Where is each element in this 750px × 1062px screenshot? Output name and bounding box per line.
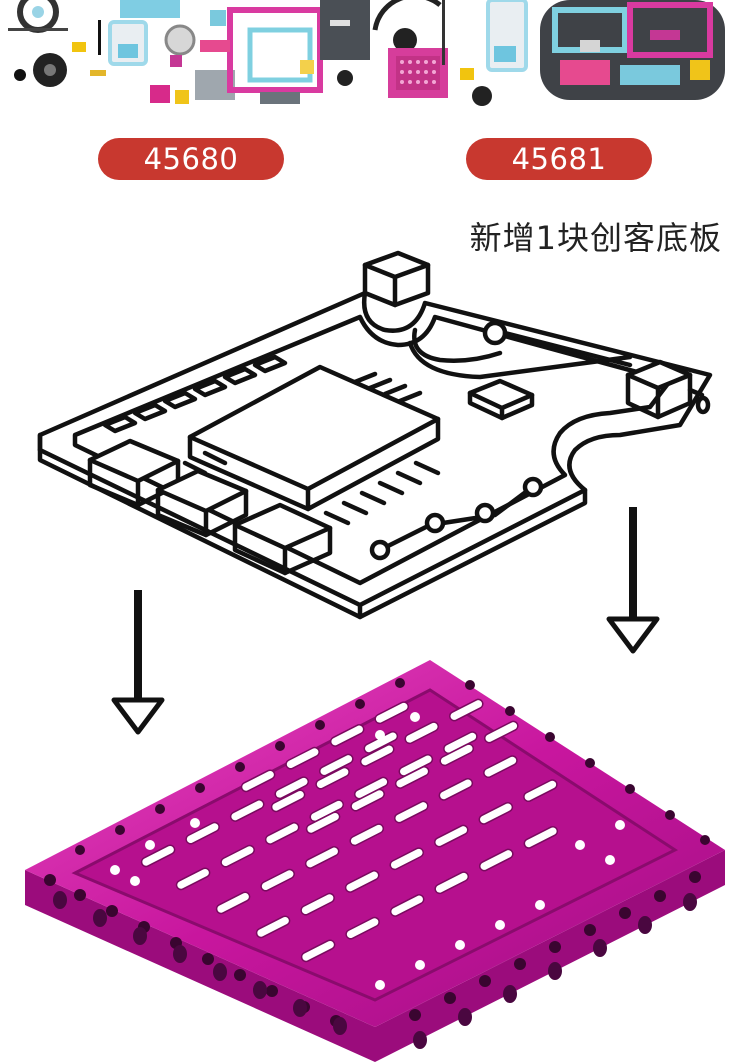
product-code-badge-45681: 45681 <box>466 138 652 180</box>
product-photo-strip <box>0 0 750 118</box>
down-arrow-icon <box>111 590 165 735</box>
circuit-board-illustration <box>37 250 713 620</box>
product-code-badge-45680: 45680 <box>98 138 284 180</box>
caption-text: 新增1块创客底板 <box>469 219 722 257</box>
magenta-base-plate <box>25 660 725 1062</box>
down-arrow-icon <box>606 507 660 654</box>
kit-45681-photo <box>372 0 725 106</box>
product-parts-image <box>8 0 725 106</box>
kit-45680-photo <box>8 0 370 104</box>
